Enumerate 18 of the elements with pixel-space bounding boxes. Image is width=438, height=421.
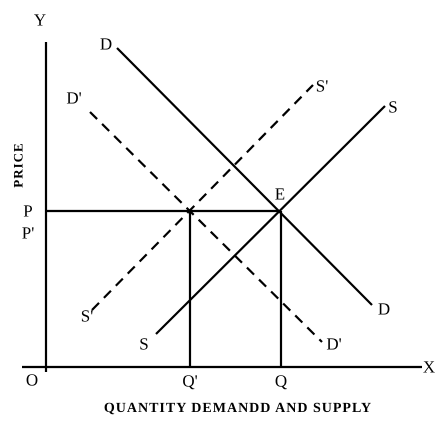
axis-title: PRICE: [12, 142, 24, 188]
curve-label: S': [316, 78, 328, 94]
point-label: E: [274, 186, 286, 202]
axis-label: Q: [274, 372, 288, 390]
curve-label: D: [378, 300, 390, 318]
axis-title: QUANTITY DEMANDD AND SUPPLY: [104, 402, 372, 416]
axis-label: P': [22, 224, 34, 242]
curve-label: D': [326, 336, 342, 352]
curve-label: S': [80, 308, 94, 324]
axis-label: Q': [182, 372, 198, 390]
curve-label: S: [388, 98, 398, 116]
curve-label: S: [139, 336, 149, 352]
axis-label: P: [23, 202, 33, 220]
curve-label: D': [66, 90, 82, 106]
axis-label: O: [26, 372, 38, 388]
axis-label: X: [422, 358, 436, 376]
curve-label: D: [100, 36, 112, 52]
axis-label: Y: [34, 12, 46, 28]
